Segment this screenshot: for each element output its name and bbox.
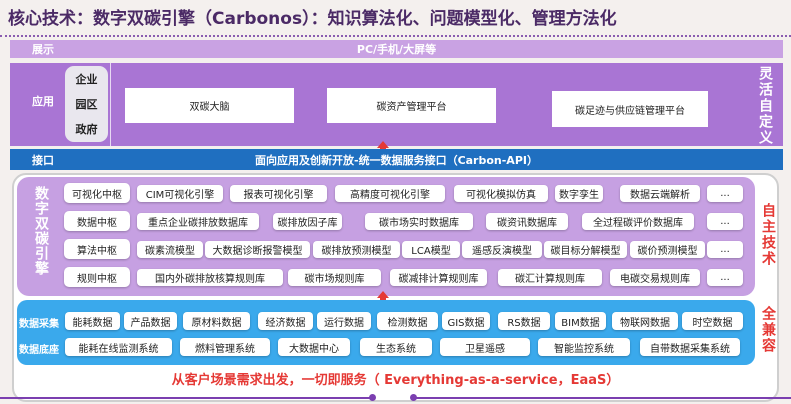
data-item[interactable]: 智能监控系统: [538, 338, 630, 356]
footer-dot: [410, 394, 417, 401]
app-carbon-asset-platform[interactable]: 碳资产管理平台: [327, 88, 496, 123]
flexible-custom-label: 灵活自定义: [757, 66, 773, 146]
engine-item[interactable]: 碳排放预测模型: [313, 241, 400, 258]
engine-item[interactable]: CIM可视化引擎: [137, 185, 223, 202]
data-item[interactable]: 原材料数据: [183, 312, 250, 330]
compatible-label: 全兼容: [760, 306, 776, 354]
engine-item[interactable]: 高精度可视化引擎: [335, 185, 445, 202]
target-enterprise: 企业: [75, 72, 98, 86]
data-item[interactable]: 经济数据: [258, 312, 313, 330]
display-layer-content: PC/手机/大屏等: [356, 43, 437, 56]
data-item[interactable]: 能耗数据: [65, 312, 120, 330]
engine-item[interactable]: 可视化模拟仿真: [454, 185, 548, 202]
slogan: 从客户场景需求出发，一切即服务（ Everything-as-a-service…: [171, 373, 620, 388]
own-tech-label: 自主技术: [760, 203, 776, 267]
engine-item[interactable]: 碳市场规则库: [288, 269, 381, 286]
engine-item[interactable]: 电碳交易规则库: [610, 269, 700, 286]
engine-item[interactable]: 数字孪生: [555, 185, 603, 202]
app-layer-label: 应用: [32, 95, 54, 108]
hub-label: 可视化中枢: [64, 183, 130, 203]
app-targets: 企业 园区 政府: [65, 66, 108, 142]
app-dual-carbon-brain[interactable]: 双碳大脑: [125, 88, 294, 123]
divider: [0, 35, 791, 37]
more-button[interactable]: ...: [707, 269, 743, 286]
data-item[interactable]: 大数据中心: [278, 338, 350, 356]
data-item[interactable]: RS数据: [498, 312, 550, 330]
engine-item[interactable]: 碳素流模型: [137, 241, 203, 258]
display-layer: 展示 PC/手机/大屏等: [10, 40, 783, 58]
display-layer-label: 展示: [32, 43, 54, 56]
engine-item[interactable]: 国内外碳排放核算规则库: [137, 269, 283, 286]
footer-line: [0, 397, 372, 399]
api-layer-content: 面向应用及创新开放-统一数据服务接口（Carbon-API）: [255, 153, 538, 167]
footer-line: [414, 397, 791, 399]
app-divider: [110, 63, 111, 146]
data-item[interactable]: 检测数据: [377, 312, 438, 330]
data-item[interactable]: 生态系统: [360, 338, 432, 356]
hub-label: 算法中枢: [64, 239, 130, 259]
app-carbon-footprint-platform[interactable]: 碳足迹与供应链管理平台: [552, 91, 708, 127]
data-item[interactable]: 自带数据采集系统: [640, 338, 740, 356]
engine-item[interactable]: 碳减排计算规则库: [390, 269, 487, 286]
footer-dot: [369, 394, 376, 401]
engine-item[interactable]: 碳排放因子库: [273, 213, 342, 230]
api-layer: 接口 面向应用及创新开放-统一数据服务接口（Carbon-API）: [10, 149, 783, 170]
engine-label: 数字双碳引擎: [33, 186, 49, 276]
engine-item[interactable]: 遥感反演模型: [462, 241, 542, 258]
engine-item[interactable]: 报表可视化引擎: [230, 185, 327, 202]
engine-item[interactable]: 碳价预测模型: [630, 241, 705, 258]
data-item[interactable]: 产品数据: [124, 312, 177, 330]
engine-item[interactable]: 碳目标分解模型: [544, 241, 627, 258]
data-item[interactable]: 时空数据: [682, 312, 743, 330]
engine-item[interactable]: 大数据诊断报警模型: [205, 241, 310, 258]
engine-item[interactable]: LCA模型: [402, 241, 460, 258]
hub-label: 数据中枢: [64, 211, 130, 231]
engine-item[interactable]: 碳资讯数据库: [486, 213, 568, 230]
up-arrow-icon: [377, 291, 389, 302]
page-title: 核心技术：数字双碳引擎（Carbonos）：知识算法化、问题模型化、管理方法化: [8, 9, 617, 29]
target-government: 政府: [75, 123, 98, 137]
engine-item[interactable]: 数据云端解析: [620, 185, 700, 202]
data-row-label: 数据底座: [19, 345, 59, 356]
data-item[interactable]: 物联网数据: [612, 312, 678, 330]
data-item[interactable]: 能耗在线监测系统: [65, 338, 172, 356]
engine-item[interactable]: 重点企业碳排放数据库: [137, 213, 259, 230]
data-item[interactable]: 运行数据: [317, 312, 371, 330]
engine-item[interactable]: 碳汇计算规则库: [498, 269, 602, 286]
data-item[interactable]: GIS数据: [442, 312, 490, 330]
engine-item[interactable]: 全过程碳评价数据库: [582, 213, 694, 230]
engine-item[interactable]: 碳市场实时数据库: [365, 213, 473, 230]
data-item[interactable]: 卫星遥感: [440, 338, 530, 356]
hub-label: 规则中枢: [64, 267, 130, 287]
data-item[interactable]: 燃料管理系统: [180, 338, 270, 356]
data-row-label: 数据采集: [19, 319, 59, 330]
data-item[interactable]: BIM数据: [555, 312, 606, 330]
more-button[interactable]: ...: [707, 185, 743, 202]
more-button[interactable]: ...: [707, 241, 743, 258]
more-button[interactable]: ...: [707, 213, 743, 230]
target-park: 园区: [75, 97, 98, 111]
api-layer-label: 接口: [32, 153, 54, 167]
up-arrow-icon: [377, 141, 389, 152]
